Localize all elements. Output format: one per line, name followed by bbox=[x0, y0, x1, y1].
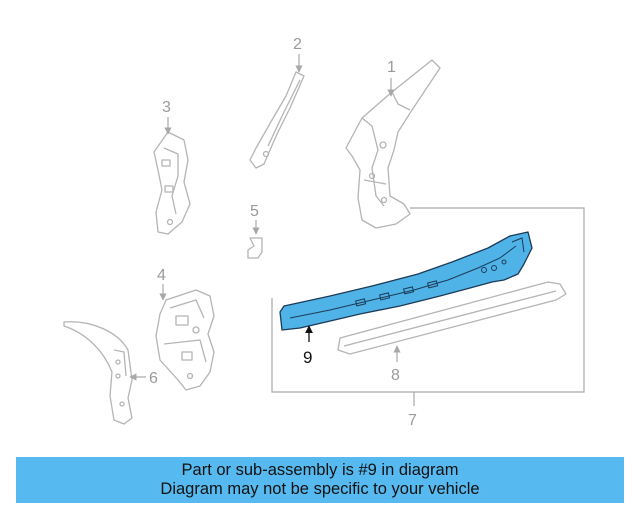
parts-diagram: 1 2 3 5 4 bbox=[63, 36, 585, 429]
banner-line-2: Diagram may not be specific to your vehi… bbox=[160, 480, 480, 498]
callout-5: 5 bbox=[250, 203, 259, 220]
part-4-pillar-panel: 4 bbox=[155, 267, 215, 391]
part-1-pillar: 1 bbox=[345, 59, 441, 229]
part-3-pillar-bracket: 3 bbox=[153, 99, 191, 235]
callout-9: 9 bbox=[303, 348, 312, 367]
part-8-rocker-molding: 8 bbox=[337, 281, 567, 384]
callout-3: 3 bbox=[162, 99, 171, 116]
group-7-bracket: 7 bbox=[271, 207, 585, 429]
part-2-pillar-reinforcement: 2 bbox=[249, 36, 305, 169]
callout-2: 2 bbox=[293, 36, 302, 53]
part-9-rocker-panel: 9 bbox=[279, 231, 533, 367]
callout-8: 8 bbox=[391, 367, 400, 384]
callout-7: 7 bbox=[408, 412, 417, 429]
info-banner: Part or sub-assembly is #9 in diagram Di… bbox=[16, 457, 624, 503]
callout-1: 1 bbox=[387, 59, 396, 76]
callout-4: 4 bbox=[157, 267, 166, 284]
part-5-clip: 5 bbox=[247, 203, 263, 259]
part-6-wheelhouse-panel: 6 bbox=[63, 321, 158, 425]
callout-6: 6 bbox=[149, 370, 158, 387]
banner-line-1: Part or sub-assembly is #9 in diagram bbox=[181, 461, 459, 479]
